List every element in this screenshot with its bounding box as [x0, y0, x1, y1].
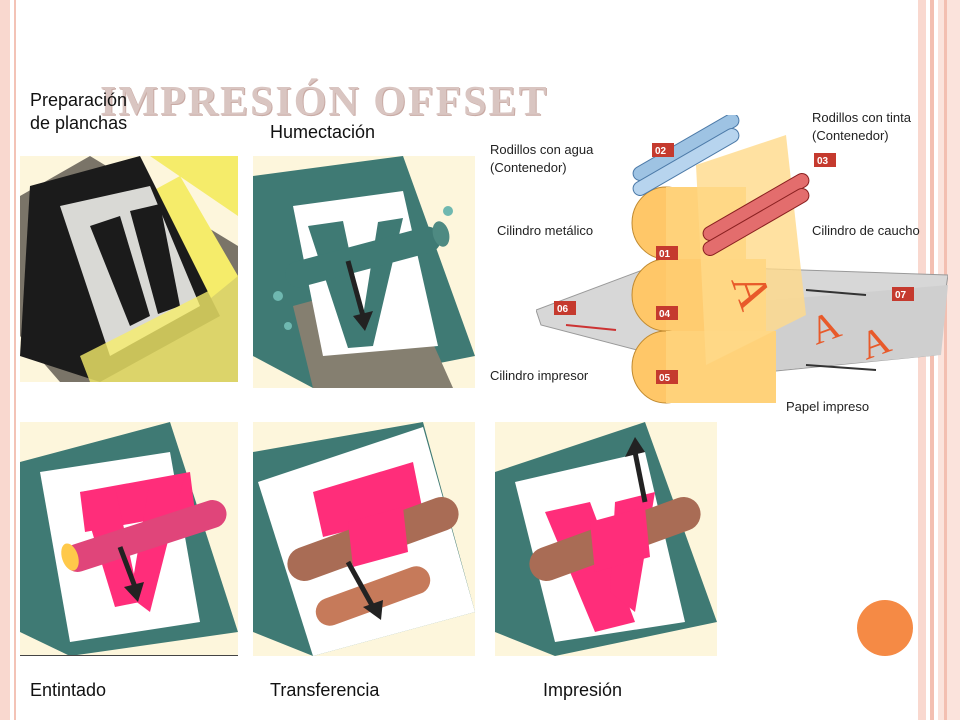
- right-border-stripe-2: [930, 0, 934, 720]
- svg-text:04: 04: [659, 309, 671, 320]
- label-cilindro-metalico: Cilindro metálico: [497, 223, 594, 238]
- left-border-line: [14, 0, 16, 720]
- label-rodillos-tinta: Rodillos con tinta (Contenedor): [812, 110, 911, 143]
- svg-text:06: 06: [557, 304, 569, 315]
- label-cilindro-impresor: Cilindro impresor: [490, 368, 589, 383]
- label-entintado: Entintado: [30, 680, 107, 700]
- svg-text:01: 01: [659, 249, 671, 260]
- panel-preparacion-image: [20, 156, 238, 382]
- svg-text:02: 02: [655, 146, 667, 157]
- label-papel-impreso: Papel impreso: [786, 399, 870, 414]
- right-border-stripe-1: [918, 0, 926, 720]
- accent-circle: [857, 600, 913, 656]
- svg-text:05: 05: [659, 373, 671, 384]
- label-cilindro-caucho: Cilindro de caucho: [812, 223, 920, 238]
- label-humectacion: Humectación: [270, 122, 376, 142]
- offset-press-diagram: A A A 02 03 01 04 05 06 07: [536, 115, 948, 404]
- slide-title: IMPRESIÓN OFFSET: [100, 79, 549, 125]
- panel-transferencia-image: [253, 422, 475, 656]
- label-impresion: Impresión: [543, 680, 623, 700]
- panel-impresion-image: [495, 422, 717, 656]
- label-rodillos-agua: Rodillos con agua (Contenedor): [490, 142, 594, 175]
- panel-entintado-image: [20, 422, 238, 656]
- right-border-stripe-4: [944, 0, 947, 720]
- right-border-stripe-3: [938, 0, 960, 720]
- label-preparacion: Preparación de planchas: [30, 90, 128, 133]
- panel-humectacion-image: [253, 156, 475, 388]
- left-border-stripe: [0, 0, 10, 720]
- svg-text:07: 07: [895, 290, 907, 301]
- svg-text:03: 03: [817, 156, 829, 167]
- label-transferencia: Transferencia: [270, 680, 380, 700]
